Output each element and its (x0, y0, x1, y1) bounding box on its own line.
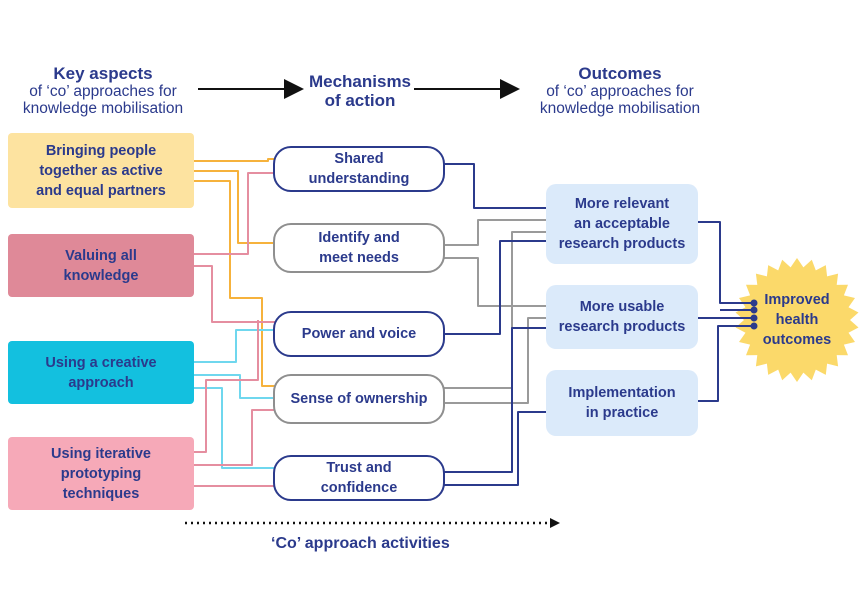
aspect-iterative-prototyping-line2: prototyping (60, 465, 142, 482)
connector-1 (185, 170, 280, 244)
connector-dot-40 (750, 299, 758, 307)
header-key-aspects: Key aspects of ‘co’ approaches for knowl… (8, 64, 198, 117)
activities-label: ‘Co’ approach activities (271, 535, 450, 552)
connector-5 (185, 329, 280, 363)
final-outcome-line3: outcomes (762, 332, 832, 348)
header-mechanisms-line1: Mechanisms (308, 72, 412, 91)
aspect-creative-approach-line2: approach (68, 374, 134, 391)
connector-9 (185, 409, 280, 466)
connector-dot-42 (750, 314, 758, 322)
activities-arrowhead (550, 518, 560, 528)
aspect-bringing-people-line2: together as active (39, 162, 163, 179)
connector-6 (185, 374, 280, 399)
header-mechanisms: Mechanisms of action (290, 72, 430, 110)
final-outcome-label: Improved health outcomes (752, 288, 842, 352)
final-outcome-line2: health (775, 312, 819, 328)
connector-dot-43 (750, 322, 758, 330)
connector-8 (185, 320, 259, 453)
aspect-valuing-knowledge: Valuing all knowledge (8, 234, 194, 297)
connector-18 (437, 411, 553, 486)
aspect-creative-approach-line1: Using a creative (45, 354, 157, 371)
outcome-more-usable-line2: research products (558, 319, 686, 335)
connector-dot-41 (750, 306, 758, 314)
mechanism-identify-needs-line2: meet needs (319, 250, 399, 266)
mechanism-trust-confidence-line1: Trust and (326, 460, 392, 476)
aspect-iterative-prototyping-line1: Using iterative (51, 445, 151, 462)
mechanism-trust-confidence-line2: confidence (320, 480, 398, 496)
outcome-implementation-line2: in practice (585, 405, 659, 421)
header-key-aspects-sub1: of ‘co’ approaches for (29, 83, 177, 100)
mechanism-shared-understanding-line1: Shared (334, 151, 384, 167)
connector-15 (435, 163, 553, 209)
mechanism-power-voice: Power and voice (273, 311, 445, 357)
aspect-iterative-prototyping: Using iterative prototyping techniques (8, 437, 194, 510)
aspect-bringing-people-line1: Bringing people (45, 142, 157, 159)
mechanism-power-voice-line1: Power and voice (301, 326, 417, 342)
header-mechanisms-line2: of action (324, 91, 396, 110)
connector-7 (185, 387, 280, 469)
aspect-creative-approach: Using a creative approach (8, 341, 194, 404)
mechanism-sense-ownership-line1: Sense of ownership (290, 391, 428, 407)
aspect-bringing-people-line3: and equal partners (36, 182, 166, 199)
header-outcomes-title: Outcomes (578, 64, 662, 83)
connector-17 (437, 327, 553, 473)
mechanism-sense-ownership: Sense of ownership (273, 374, 445, 424)
mechanism-shared-understanding: Shared understanding (273, 146, 445, 192)
connector-4 (185, 265, 280, 323)
connector-13 (437, 231, 553, 389)
header-key-aspects-title: Key aspects (53, 64, 153, 83)
connector-lines (185, 158, 754, 487)
mechanism-identify-needs-line1: Identify and (318, 230, 400, 246)
connector-11 (441, 219, 553, 246)
aspect-valuing-knowledge-line2: knowledge (63, 267, 139, 284)
mechanism-shared-understanding-line2: understanding (308, 171, 410, 187)
mechanism-identify-needs: Identify and meet needs (273, 223, 445, 273)
aspect-iterative-prototyping-line3: techniques (62, 485, 140, 502)
connector-2 (185, 180, 280, 387)
header-outcomes-sub1: of ‘co’ approaches for (546, 83, 694, 100)
header-outcomes-sub2: knowledge mobilisation (539, 100, 701, 117)
outcome-more-relevant-line3: research products (558, 236, 686, 252)
mechanism-trust-confidence: Trust and confidence (273, 455, 445, 501)
connector-12 (441, 257, 553, 307)
connector-0 (185, 158, 280, 162)
outcome-implementation: Implementation in practice (546, 370, 698, 436)
connector-14 (437, 317, 553, 404)
outcome-more-relevant: More relevant an acceptable research pro… (546, 184, 698, 264)
aspect-valuing-knowledge-line1: Valuing all (65, 247, 137, 264)
outcome-more-relevant-line2: an acceptable (574, 216, 670, 232)
connector-19 (691, 221, 754, 304)
final-outcome-line1: Improved (764, 292, 830, 308)
outcome-more-usable: More usable research products (546, 285, 698, 349)
aspect-bringing-people: Bringing people together as active and e… (8, 133, 194, 208)
outcome-more-relevant-line1: More relevant (574, 196, 670, 212)
outcome-implementation-line1: Implementation (568, 385, 676, 401)
header-key-aspects-sub2: knowledge mobilisation (22, 100, 184, 117)
connector-16 (437, 240, 553, 335)
connector-21 (691, 325, 754, 402)
header-outcomes: Outcomes of ‘co’ approaches for knowledg… (522, 64, 718, 117)
improved-health-sun (735, 258, 859, 382)
connector-3 (185, 172, 280, 255)
outcome-more-usable-line1: More usable (579, 299, 665, 315)
